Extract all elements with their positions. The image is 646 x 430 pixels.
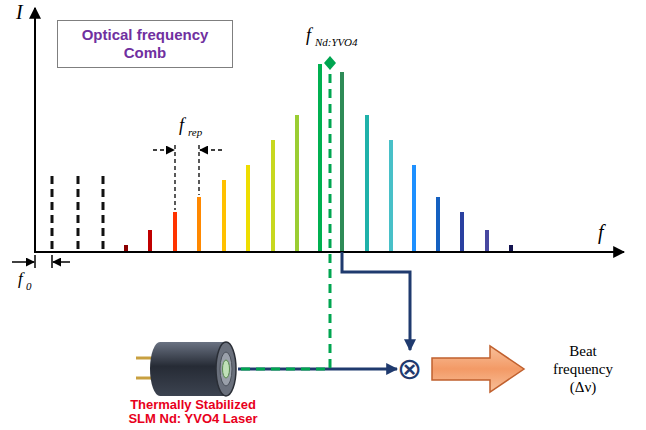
comb-line	[340, 72, 344, 251]
comb-line	[148, 230, 152, 251]
laser-frequency-symbol: f	[306, 26, 311, 44]
comb-line	[365, 115, 369, 251]
mixer-symbol: ⊗	[397, 354, 423, 384]
comb-line	[271, 140, 275, 251]
comb-line	[246, 165, 250, 251]
comb-beat-line	[342, 252, 410, 350]
axis-label: I	[16, 2, 23, 22]
comb-line	[389, 140, 393, 251]
laser-rear	[150, 342, 170, 396]
frep-symbol: f	[179, 116, 184, 134]
laser-frequency-subscript: Nd:YVO4	[315, 37, 357, 48]
laser-lens	[223, 360, 230, 378]
mixer-glyph: ⊗	[397, 354, 423, 384]
beat-frequency-label: Beat frequency (Δν)	[540, 342, 626, 396]
offset-symbol: f	[18, 270, 23, 287]
laser-frequency-marker	[324, 56, 336, 70]
comb-line	[412, 165, 416, 251]
legend-box: Optical frequency Comb	[57, 20, 233, 68]
frep-subscript: rep	[188, 127, 202, 138]
laser-body	[148, 342, 238, 396]
laser-module: Thermally Stabilized SLM Nd: YVO4 Laser	[148, 342, 238, 396]
dashed-comb-lines	[52, 176, 103, 251]
frequency-axis	[34, 251, 624, 253]
intensity-axis	[34, 8, 36, 253]
beat-output-arrow	[432, 346, 524, 392]
laser-caption: Thermally Stabilized SLM Nd: YVO4 Laser	[118, 398, 268, 426]
comb-line	[318, 64, 322, 251]
comb-line	[436, 197, 440, 251]
comb-line	[295, 115, 299, 251]
axis-label: f	[598, 222, 604, 242]
offset-subscript: 0	[26, 281, 32, 292]
f0-marker	[12, 255, 70, 268]
comb-line	[485, 230, 489, 251]
laser-beam-line	[226, 71, 330, 369]
comb-line	[173, 212, 177, 251]
laser-face	[216, 342, 236, 396]
laser-aperture	[220, 352, 232, 386]
comb-line	[197, 197, 201, 251]
frep-bracket	[153, 145, 222, 210]
box-title: Optical frequency Comb	[70, 26, 220, 62]
comb-line	[222, 180, 226, 251]
comb-line	[509, 245, 513, 251]
comb-line	[460, 212, 464, 251]
comb-line	[124, 245, 128, 251]
comb-lines	[126, 64, 511, 251]
